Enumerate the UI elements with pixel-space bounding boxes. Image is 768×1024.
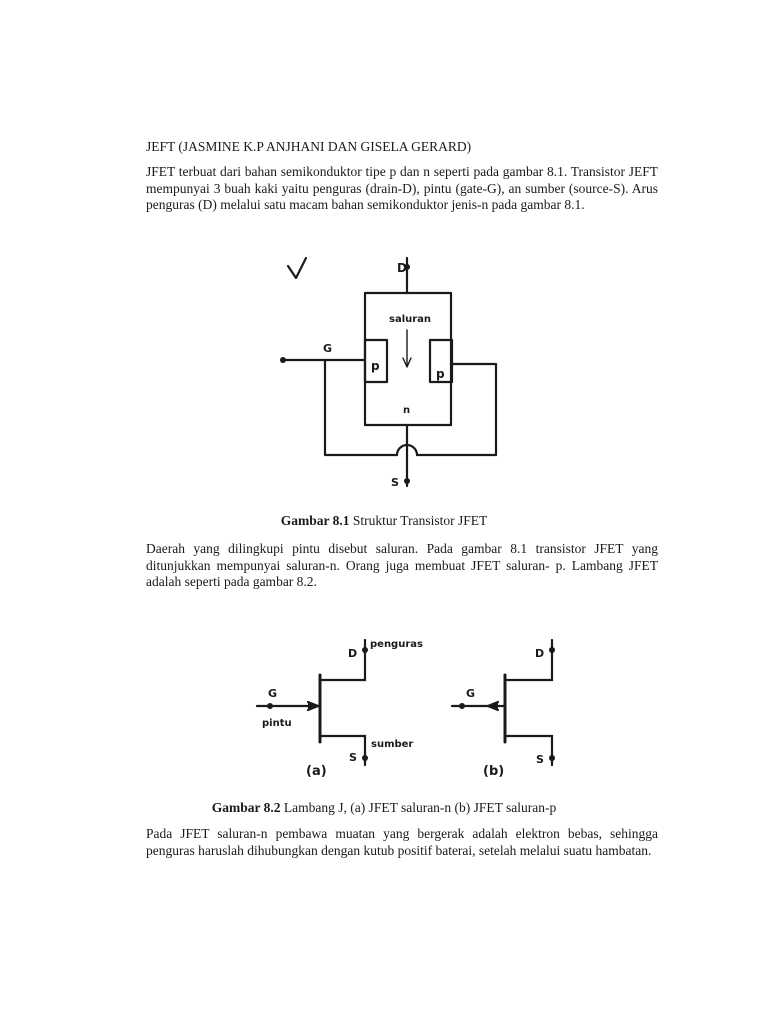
label-a-pintu: pintu	[262, 718, 292, 729]
label-p-left: p	[371, 359, 380, 373]
label-b-tag: (b)	[483, 764, 504, 779]
label-a-penguras: penguras	[370, 639, 423, 650]
label-a-source: S	[349, 751, 357, 764]
label-a-gate: G	[268, 687, 277, 700]
figure-jfet-structure: D G S saluran p p n	[280, 256, 498, 489]
label-a-drain: D	[348, 647, 357, 660]
label-saluran: saluran	[389, 314, 431, 325]
paragraph-saluran: Daerah yang dilingkupi pintu disebut sal…	[146, 541, 658, 589]
p-region-right	[428, 338, 454, 384]
paragraph-elektron: Pada JFET saluran-n pembawa muatan yang …	[146, 826, 658, 858]
caption-figure-8-2-number: Gambar 8.2	[211, 800, 281, 815]
caption-figure-8-2-text: Lambang J, (a) JFET saluran-n (b) JFET s…	[280, 800, 557, 815]
caption-figure-8-1-text: Struktur Transistor JFET	[349, 513, 488, 528]
label-gate: G	[323, 342, 332, 355]
figure-jfet-symbols: D penguras G pintu sumber S (a) D G S (b…	[255, 638, 555, 779]
label-a-sumber: sumber	[371, 739, 413, 750]
document-heading: JEFT (JASMINE K.P ANJHANI DAN GISELA GER…	[146, 139, 472, 154]
label-b-drain: D	[535, 647, 544, 660]
caption-figure-8-1-number: Gambar 8.1	[280, 513, 350, 528]
caption-figure-8-2: Gambar 8.2 Lambang J, (a) JFET saluran-n…	[0, 800, 768, 816]
checkmark-icon	[286, 256, 308, 280]
label-n: n	[403, 405, 410, 416]
caption-figure-8-1: Gambar 8.1 Struktur Transistor JFET	[0, 513, 768, 529]
label-b-gate: G	[466, 687, 475, 700]
label-drain: D	[397, 261, 407, 275]
label-a-tag: (a)	[306, 764, 327, 779]
label-b-source: S	[536, 753, 544, 766]
label-p-right: p	[436, 367, 445, 381]
paragraph-intro: JFET terbuat dari bahan semikonduktor ti…	[146, 164, 658, 212]
label-source: S	[391, 476, 399, 489]
